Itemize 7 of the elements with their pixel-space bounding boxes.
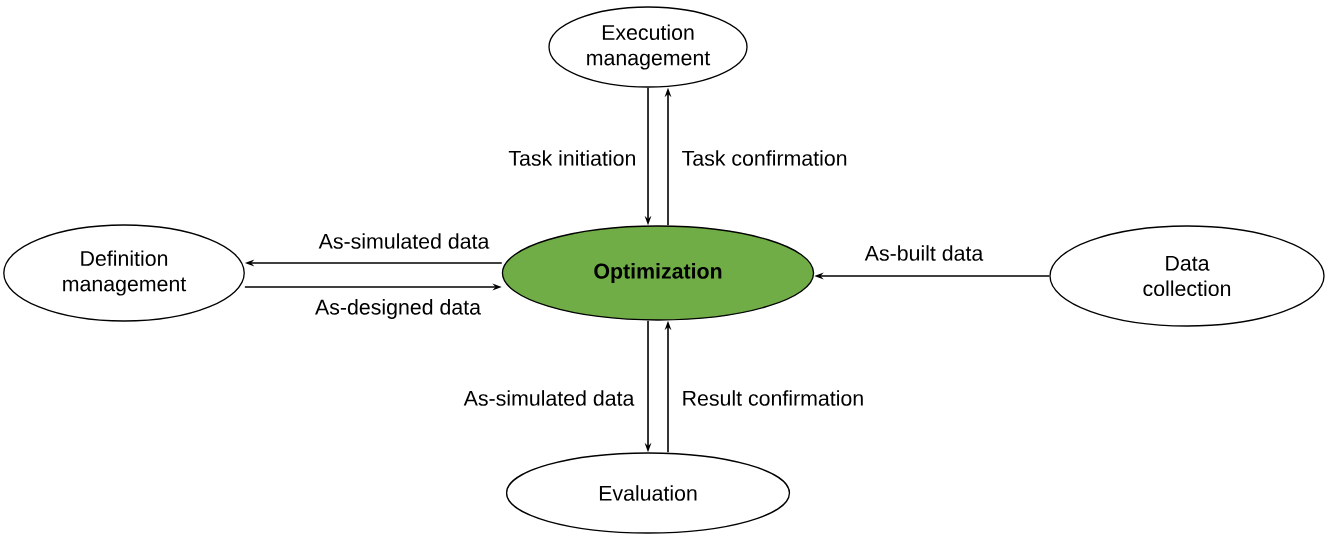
edge-label: Task initiation	[507, 148, 638, 168]
edge-label: As-designed data	[313, 297, 483, 321]
edge-label: Task confirmation	[680, 148, 849, 168]
edge-label: Result confirmation	[680, 388, 866, 408]
edge-label: As-built data	[863, 243, 985, 263]
edge-label: As-simulated data	[317, 231, 491, 251]
edge-label: As-simulated data	[462, 388, 636, 408]
